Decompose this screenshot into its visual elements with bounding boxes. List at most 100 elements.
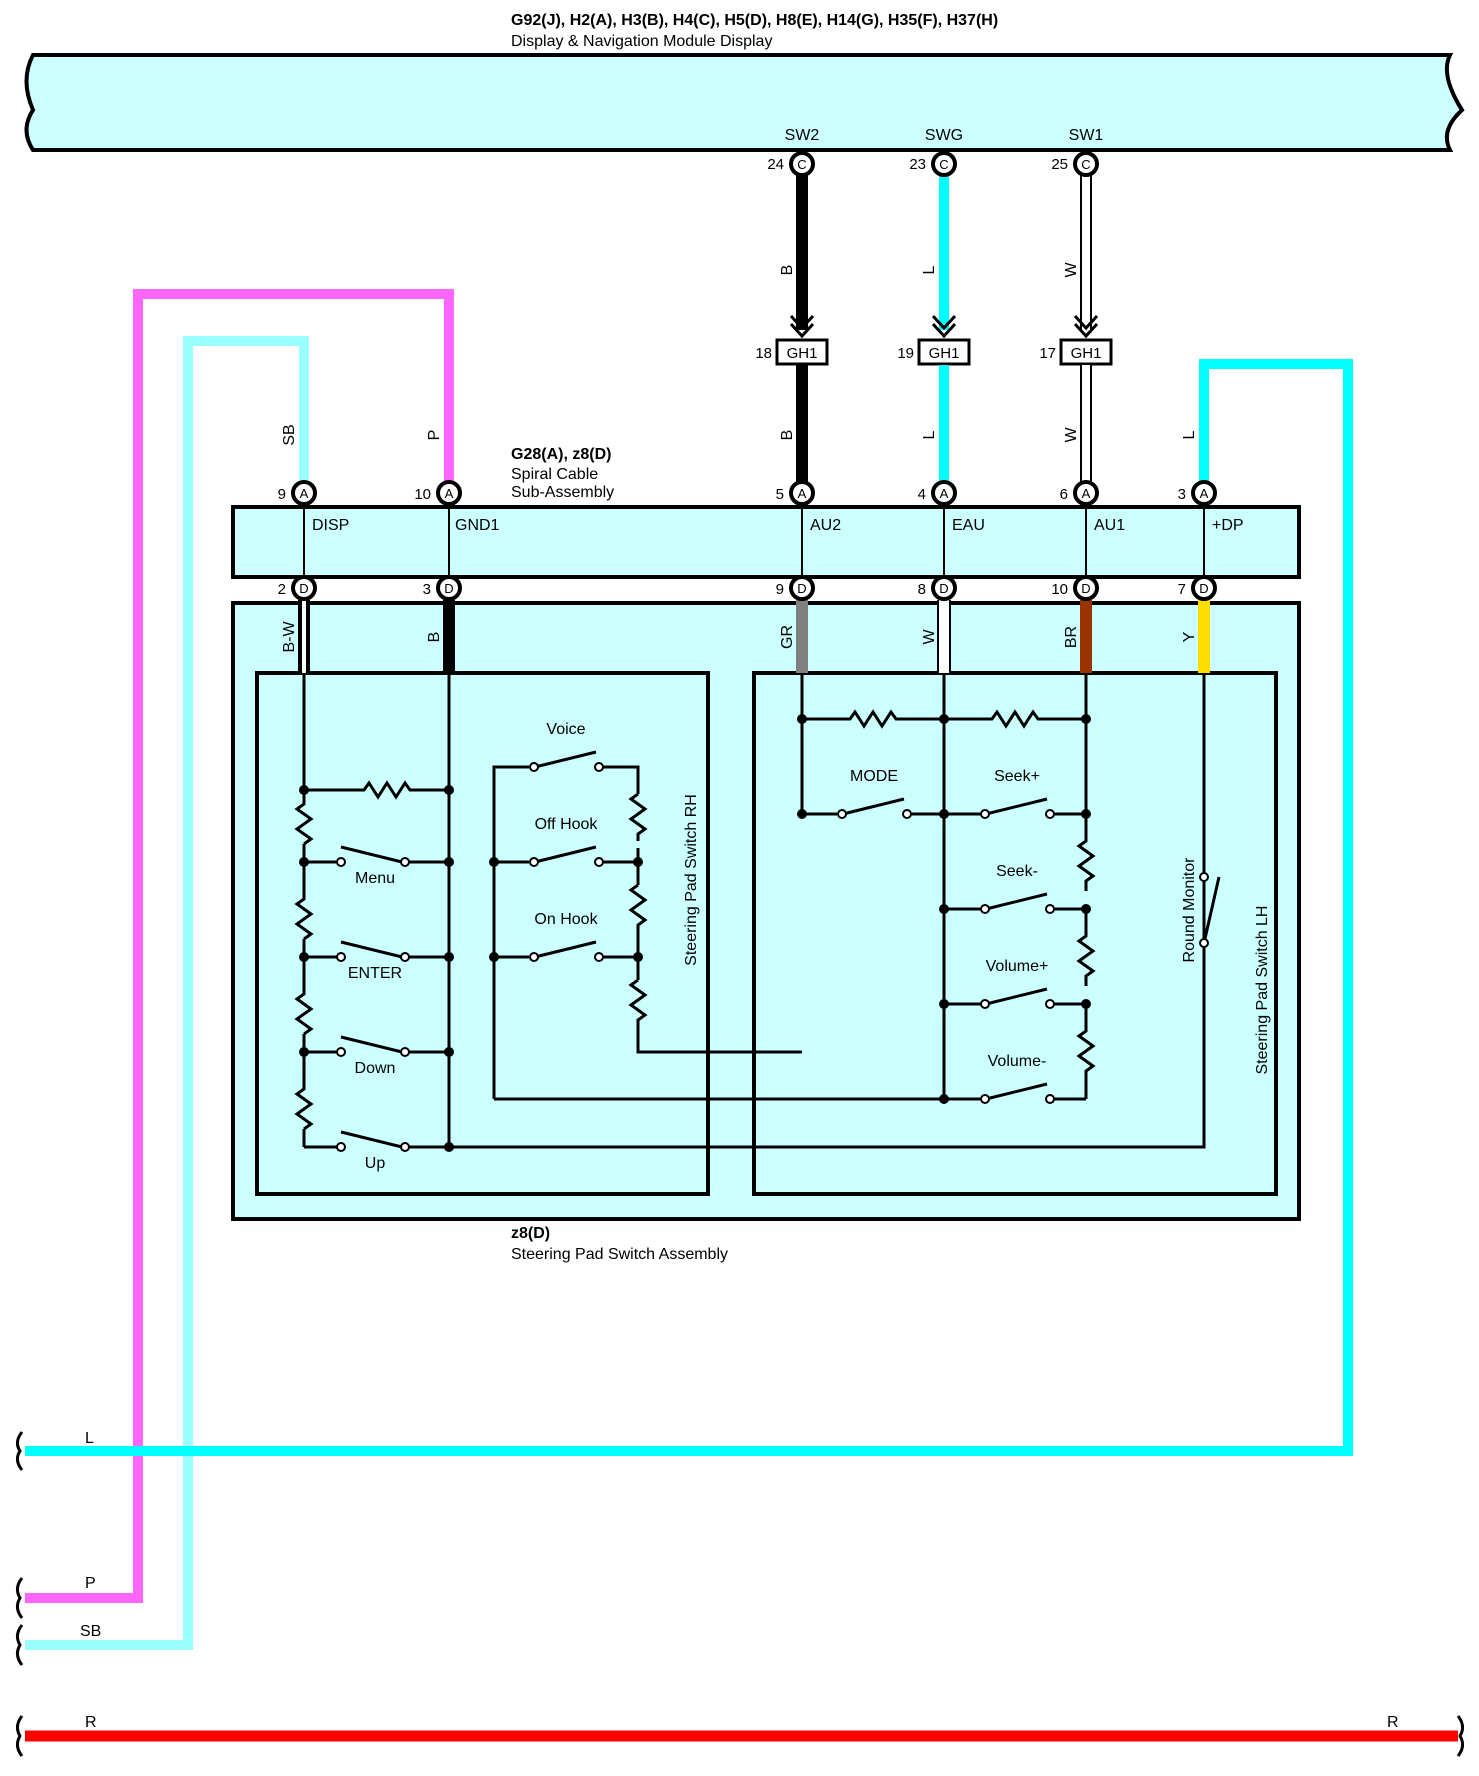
- svg-text:A: A: [300, 486, 309, 501]
- svg-text:A: A: [940, 486, 949, 501]
- svg-text:L: L: [921, 265, 938, 274]
- terminal-name: AU1: [1094, 517, 1125, 534]
- switch-label-volume-plus: Volume+: [986, 958, 1049, 975]
- terminal-name: +DP: [1212, 517, 1244, 534]
- spiral-cable-name: Sub-Assembly: [511, 484, 614, 501]
- switch-label-up: Up: [365, 1155, 386, 1172]
- svg-text:D: D: [444, 581, 453, 596]
- svg-text:5: 5: [776, 486, 784, 503]
- wire-l-blue: [25, 359, 1353, 1456]
- svg-text:10: 10: [414, 486, 431, 503]
- bottom-wire-label: L: [85, 1430, 94, 1447]
- switch-rh-body: [255, 671, 710, 1196]
- svg-text:2: 2: [278, 581, 286, 598]
- lh-switch-nodes: [797, 714, 1091, 1104]
- svg-text:6: 6: [1060, 486, 1068, 503]
- module-display-body: [24, 53, 1465, 152]
- bottom-wire-label: R: [85, 1714, 97, 1731]
- lower-wire-labels: B-W B GR W BR Y: [281, 621, 1198, 653]
- bottom-wire-label: P: [85, 1575, 96, 1592]
- svg-text:9: 9: [776, 581, 784, 598]
- svg-text:L: L: [921, 430, 938, 439]
- svg-text:SB: SB: [281, 424, 298, 445]
- svg-text:D: D: [1081, 581, 1090, 596]
- rh-switch-contacts: [336, 762, 604, 1152]
- svg-text:A: A: [1200, 486, 1209, 501]
- splice-pin: 19: [897, 345, 914, 362]
- connector-d-letters: D D D D D D: [299, 581, 1208, 596]
- svg-text:BR: BR: [1063, 626, 1080, 648]
- module-pin-number: 24: [767, 156, 784, 173]
- svg-text:3: 3: [423, 581, 431, 598]
- wire-p-pink: [25, 289, 454, 1603]
- terminal-name: DISP: [312, 517, 349, 534]
- svg-text:D: D: [1199, 581, 1208, 596]
- rh-switch-title: Steering Pad Switch RH: [683, 794, 700, 966]
- connector-letter: C: [797, 157, 806, 172]
- module-connector-circles: [789, 151, 1099, 177]
- mid-wire-labels: SB P B L W L: [281, 424, 1198, 445]
- bottom-wire-label: SB: [80, 1623, 101, 1640]
- splice-connectors: GH1 GH1 GH1 18 19 17: [755, 338, 1113, 366]
- lh-switch-contacts: [837, 809, 1209, 1104]
- splice-label: GH1: [787, 345, 818, 362]
- svg-text:D: D: [797, 581, 806, 596]
- switch-label-on-hook: On Hook: [534, 911, 598, 928]
- switch-label-menu: Menu: [355, 870, 395, 887]
- svg-text:7: 7: [1178, 581, 1186, 598]
- round-monitor-label: Round Monitor: [1181, 857, 1198, 963]
- svg-text:W: W: [1063, 427, 1080, 443]
- svg-text:P: P: [426, 430, 443, 441]
- switch-label-off-hook: Off Hook: [535, 816, 599, 833]
- module-pin-name: SW1: [1069, 127, 1104, 144]
- wire-continuation-marks: [15, 1431, 1465, 1757]
- svg-text:L: L: [1181, 430, 1198, 439]
- lh-switch-title: Steering Pad Switch LH: [1254, 906, 1271, 1075]
- terminal-name: EAU: [952, 517, 985, 534]
- svg-text:GR: GR: [779, 625, 796, 649]
- switch-label-enter: ENTER: [348, 965, 402, 982]
- svg-text:W: W: [1063, 262, 1080, 278]
- svg-text:4: 4: [918, 486, 926, 503]
- splice-arrows: [789, 314, 1099, 339]
- rh-switch-nodes: [299, 785, 643, 1152]
- svg-text:B-W: B-W: [281, 621, 298, 653]
- switch-assembly-connector: z8(D): [511, 1225, 550, 1242]
- connector-d-pin-numbers: 2 3 9 8 10 7: [278, 581, 1186, 598]
- svg-text:A: A: [798, 486, 807, 501]
- splice-pin: 18: [755, 345, 772, 362]
- switch-label-down: Down: [355, 1060, 396, 1077]
- module-pin-name: SWG: [925, 127, 963, 144]
- assembly-wires: [298, 600, 1210, 673]
- module-pin-name: SW2: [785, 127, 820, 144]
- switch-label-seek-plus: Seek+: [994, 768, 1040, 785]
- svg-text:W: W: [921, 629, 938, 645]
- spiral-cable-connectors: G28(A), z8(D): [511, 446, 611, 463]
- connector-letter: C: [939, 157, 948, 172]
- connector-letter: C: [1081, 157, 1090, 172]
- module-pin-number: 23: [909, 156, 926, 173]
- connector-a-pin-numbers: 9 10 5 4 6 3: [278, 486, 1186, 503]
- module-pin-number: 25: [1051, 156, 1068, 173]
- splice-label: GH1: [1071, 345, 1102, 362]
- module-connector-list: G92(J), H2(A), H3(B), H4(C), H5(D), H8(E…: [511, 12, 998, 29]
- spiral-cable-name: Spiral Cable: [511, 466, 598, 483]
- switch-label-mode: MODE: [850, 768, 898, 785]
- wire-sb-skyblue: [25, 336, 309, 1650]
- switch-label-seek-minus: Seek-: [996, 863, 1038, 880]
- connector-a-letters: A A A A A A: [300, 486, 1209, 501]
- switch-lh-body: [752, 671, 1278, 1196]
- svg-text:A: A: [445, 486, 454, 501]
- spiral-cable-traces: [303, 507, 1205, 577]
- svg-text:8: 8: [918, 581, 926, 598]
- svg-text:A: A: [1082, 486, 1091, 501]
- svg-text:D: D: [939, 581, 948, 596]
- svg-text:10: 10: [1051, 581, 1068, 598]
- svg-text:B: B: [779, 430, 796, 441]
- switch-assembly-name: Steering Pad Switch Assembly: [511, 1246, 728, 1263]
- switch-label-voice: Voice: [546, 721, 585, 738]
- svg-text:D: D: [299, 581, 308, 596]
- module-name: Display & Navigation Module Display: [511, 33, 772, 50]
- upper-wire-labels: B L W: [779, 262, 1080, 278]
- splice-pin: 17: [1039, 345, 1056, 362]
